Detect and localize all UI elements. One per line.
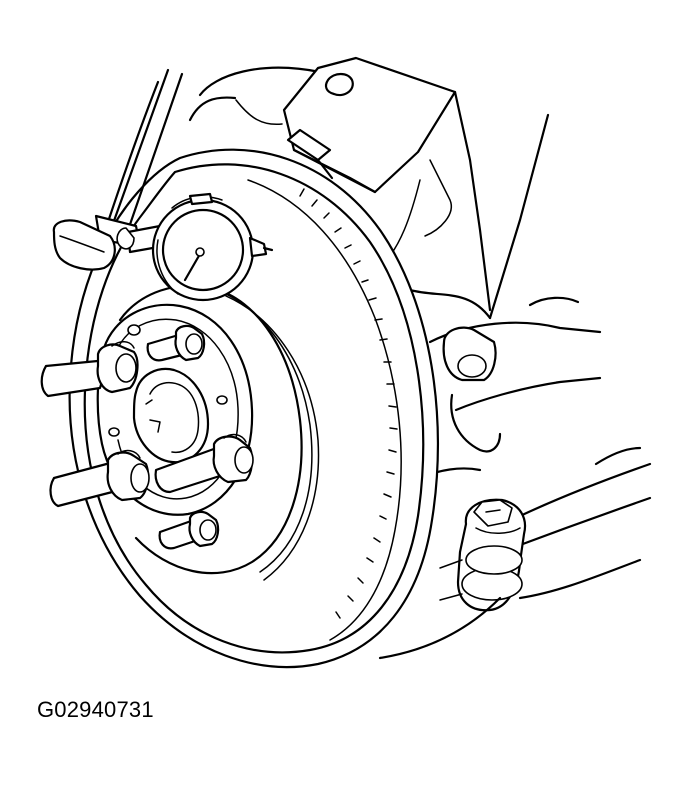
hub-center-bore (134, 369, 208, 462)
wheel-studs (42, 325, 253, 548)
figure-code: G02940731 (37, 697, 154, 722)
disc-vent-ticks (300, 189, 397, 618)
wheel-stud-2 (148, 326, 204, 360)
steering-knuckle-background (190, 58, 548, 318)
tie-rod-end (440, 500, 525, 610)
lower-link (380, 560, 640, 658)
wheel-stud-1 (42, 342, 138, 396)
wheel-stud-5 (160, 512, 218, 548)
wheel-stud-3 (51, 451, 149, 506)
lower-control-arm (430, 298, 600, 452)
tie-rod (418, 448, 650, 548)
wheel-stud-4 (156, 435, 253, 492)
dial-indicator (54, 70, 272, 300)
